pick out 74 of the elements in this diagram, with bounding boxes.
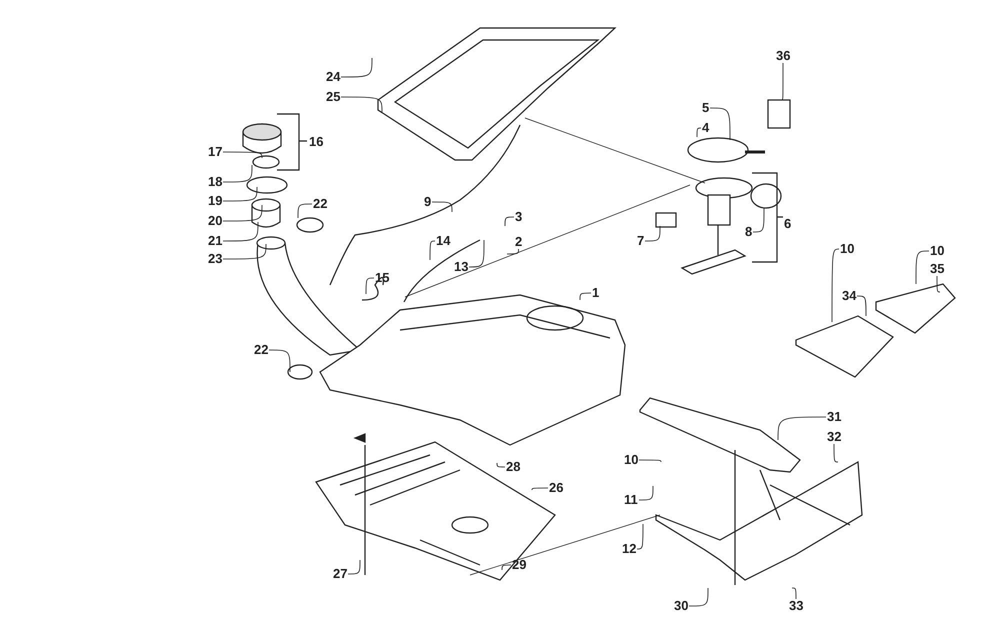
callout-number: 28 xyxy=(506,460,520,474)
callout-number: 10 xyxy=(624,453,638,467)
callout-number: 10 xyxy=(930,244,944,258)
leader-line xyxy=(782,62,784,100)
callout-number: 29 xyxy=(512,558,526,572)
leader-line xyxy=(834,444,838,462)
leader-line xyxy=(222,164,252,182)
callout-number: 7 xyxy=(637,234,644,248)
callout-number: 1 xyxy=(592,286,600,300)
callout-number: 17 xyxy=(208,145,222,159)
callout-number: 18 xyxy=(208,175,222,189)
fuel-system-drawing xyxy=(242,27,956,586)
callout-number: 24 xyxy=(326,70,340,84)
leader-line xyxy=(710,108,730,140)
callout-number: 13 xyxy=(454,260,468,274)
callout-number: 26 xyxy=(549,481,564,495)
leader-line xyxy=(778,416,826,440)
leader-line xyxy=(792,588,796,600)
leader-line xyxy=(222,204,262,222)
callout-number: 10 xyxy=(840,242,854,256)
callout-number: 31 xyxy=(827,410,842,424)
callout-number: 35 xyxy=(930,262,944,276)
leader-line xyxy=(348,560,360,574)
leader-line xyxy=(936,276,940,292)
callout-number: 4 xyxy=(702,121,710,135)
callout-number: 19 xyxy=(208,194,222,208)
leader-line xyxy=(580,292,592,300)
leader-line xyxy=(222,152,262,158)
leader-line xyxy=(298,204,312,218)
callout-number: 2 xyxy=(515,235,522,249)
leader-line xyxy=(366,278,374,294)
callout-number: 12 xyxy=(622,542,636,556)
leader-line xyxy=(496,462,506,468)
callout-number: 6 xyxy=(784,217,792,231)
callout-number: 27 xyxy=(333,567,348,581)
leader-line xyxy=(638,486,654,500)
leader-line xyxy=(832,248,840,322)
leader-line xyxy=(340,58,372,78)
callout-number: 5 xyxy=(702,101,710,115)
leader-line xyxy=(644,226,660,242)
leader-line xyxy=(340,96,382,112)
callout-number: 20 xyxy=(208,214,222,228)
callout-number: 16 xyxy=(309,135,324,149)
callout-number: 33 xyxy=(789,599,804,613)
leader-line xyxy=(532,488,548,490)
callout-number: 36 xyxy=(776,49,790,63)
callout-number: 30 xyxy=(674,599,688,613)
leader-line xyxy=(688,588,708,606)
leader-line xyxy=(432,202,452,212)
callout-number: 25 xyxy=(326,90,340,104)
callout-number: 9 xyxy=(424,195,432,209)
leader-line xyxy=(638,460,662,462)
leader-line xyxy=(430,240,436,260)
leader-line xyxy=(856,296,866,316)
leader-line xyxy=(752,208,764,232)
leader-line xyxy=(696,128,702,138)
callout-number: 21 xyxy=(208,234,222,248)
callout-number: 22 xyxy=(313,197,328,211)
leader-line xyxy=(222,186,258,202)
leader-line xyxy=(504,216,514,226)
callout-number: 3 xyxy=(515,210,522,224)
callout-number: 32 xyxy=(827,430,842,444)
leader-line xyxy=(506,248,519,254)
leader-line xyxy=(502,564,512,570)
leader-line xyxy=(222,244,266,260)
leader-line xyxy=(222,222,258,242)
leader-line xyxy=(468,240,484,268)
callout-number: 8 xyxy=(745,225,752,239)
callout-number: 11 xyxy=(624,493,638,507)
callout-number: 23 xyxy=(208,252,222,266)
callout-number: 34 xyxy=(842,289,856,303)
leader-line xyxy=(268,350,290,372)
callout-number: 22 xyxy=(254,343,268,357)
callout-number: 14 xyxy=(436,234,450,248)
